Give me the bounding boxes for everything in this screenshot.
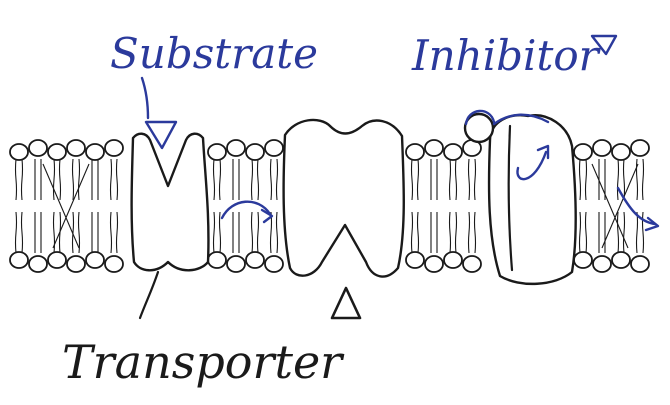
lipid-head	[227, 140, 245, 156]
lipid-head	[574, 252, 592, 268]
lipid-tail	[233, 159, 239, 200]
lipid-tail	[449, 212, 456, 253]
lipid-head	[574, 144, 592, 160]
bound-substrate-triangle	[332, 288, 360, 318]
lipid-tail	[270, 212, 277, 253]
lipid-head	[48, 144, 66, 160]
lipid-head	[48, 252, 66, 268]
lipid-tail	[270, 159, 277, 200]
lipid-tail	[431, 212, 437, 253]
lipid-head	[105, 256, 123, 272]
lipid-tail	[15, 212, 22, 253]
lipid-head	[406, 252, 424, 268]
lipid-head	[444, 144, 462, 160]
lipid-head	[10, 252, 28, 268]
lipid-tail	[233, 212, 239, 253]
lipid-tail	[579, 159, 586, 200]
lipid-head	[246, 252, 264, 268]
lipid-tail	[411, 159, 418, 200]
transporter-label: Transporter	[62, 335, 345, 389]
lipid-head	[208, 252, 226, 268]
lipid-tail	[251, 159, 258, 200]
lipid-tail	[35, 159, 41, 200]
lipid-tail	[110, 159, 117, 200]
transporter-outward-open	[132, 134, 209, 271]
transporter-inward-open	[284, 120, 404, 277]
transporter-pointer	[140, 272, 158, 318]
lipid-head	[463, 256, 481, 272]
lipid-tail	[411, 212, 418, 253]
lipid-tail-cross	[43, 164, 89, 248]
flip-arrow-1-head	[262, 210, 272, 222]
lipid-tail	[110, 212, 117, 253]
lipid-head	[67, 140, 85, 156]
lipid-tail	[213, 212, 220, 253]
lipid-head	[105, 140, 123, 156]
lipid-head	[612, 252, 630, 268]
lipid-tail	[213, 159, 220, 200]
lipid-head	[246, 144, 264, 160]
transporter-inhibited	[489, 115, 576, 284]
lipid-tail	[449, 159, 456, 200]
lipid-tail	[251, 212, 258, 253]
lipid-tail	[35, 212, 41, 253]
lipid-tail	[92, 212, 98, 253]
lipid-head	[631, 140, 649, 156]
lipid-head	[10, 144, 28, 160]
lipid-head	[29, 256, 47, 272]
lipid-head	[593, 140, 611, 156]
lipid-head	[612, 144, 630, 160]
lipid-head	[208, 144, 226, 160]
lipid-tail	[53, 159, 60, 200]
lipid-head	[425, 140, 443, 156]
lipid-head	[227, 256, 245, 272]
lipid-head	[406, 144, 424, 160]
lipid-head	[265, 140, 283, 156]
lipid-tail	[15, 159, 22, 200]
lipid-tail	[431, 159, 437, 200]
lipid-tail	[92, 159, 98, 200]
lipid-tail	[599, 159, 605, 200]
lipid-head	[86, 144, 104, 160]
lipid-head	[631, 256, 649, 272]
substrate-label: Substrate	[110, 29, 318, 78]
inhibitor-label: Inhibitor	[411, 31, 602, 80]
lipid-head	[67, 256, 85, 272]
lipid-head	[29, 140, 47, 156]
lipid-head	[425, 256, 443, 272]
lipid-tail	[468, 212, 475, 253]
substrate-pointer-arrow	[142, 78, 148, 118]
lipid-head	[593, 256, 611, 272]
lipid-head	[444, 252, 462, 268]
lipid-tail	[579, 212, 586, 253]
lipid-tail	[468, 159, 475, 200]
lipid-head	[265, 256, 283, 272]
lipid-head	[86, 252, 104, 268]
